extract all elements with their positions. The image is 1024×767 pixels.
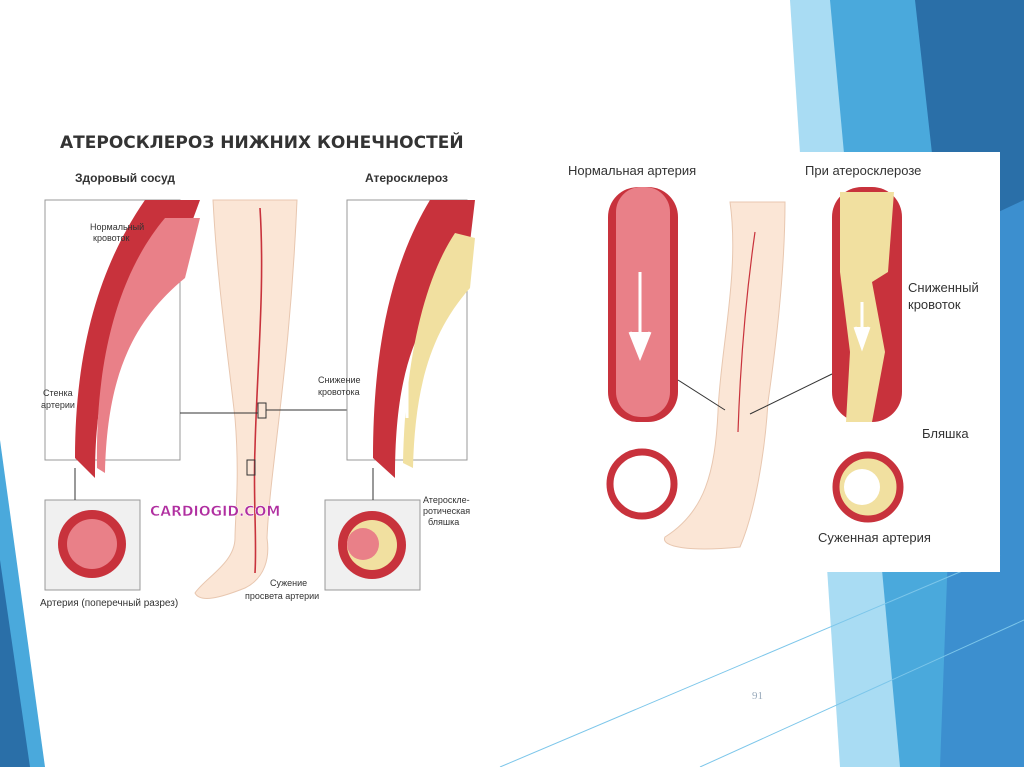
plaque-right-label: Бляшка [922, 426, 969, 441]
reduced-flow-right-1: Сниженный [908, 280, 979, 295]
watermark-text: CARDIOGID.COM [150, 504, 280, 520]
healthy-artery-panel: Нормальный кровоток Стенка артерии [41, 199, 200, 478]
wall-label-1: Стенка [43, 388, 73, 398]
normal-cross-section [606, 448, 678, 520]
atherosclerosis-label: Атеросклероз [365, 171, 448, 185]
athero-artery-tube: Сниженный кровоток Бляшка [832, 187, 979, 441]
narrowing-label-2: просвета артерии [245, 591, 319, 601]
right-leg-illustration [664, 201, 833, 550]
reduced-flow-right-2: кровоток [908, 297, 961, 312]
narrowed-artery-label: Суженная артерия [818, 530, 931, 545]
plaque-label-1: Атероскле- [423, 495, 470, 505]
left-figure-title: АТЕРОСКЛЕРОЗ НИЖНИХ КОНЕЧНОСТЕЙ [60, 131, 464, 153]
diseased-cross-section: Атероскле- ротическая бляшка Сужение про… [245, 468, 470, 601]
healthy-cross-section: Артерия (поперечный разрез) [40, 468, 178, 609]
normal-flow-label-1: Нормальный [90, 222, 144, 232]
normal-artery-label: Нормальная артерия [568, 163, 696, 178]
reduced-flow-label-1: Снижение [318, 375, 361, 385]
athero-artery-label: При атеросклерозе [805, 163, 921, 178]
reduced-flow-label-2: кровотока [318, 387, 360, 397]
plaque-label-2: ротическая [423, 506, 470, 516]
wall-label-2: артерии [41, 400, 75, 410]
normal-artery-tube [608, 187, 678, 422]
right-atherosclerosis-figure: Нормальная артерия При атеросклерозе Сни… [550, 152, 1000, 572]
cross-section-label: Артерия (поперечный разрез) [40, 598, 178, 609]
athero-cross-section [832, 451, 904, 523]
diseased-artery-panel: Снижение кровотока [318, 199, 475, 478]
plaque-label-3: бляшка [428, 517, 459, 527]
left-leg-illustration [180, 199, 347, 599]
slide-number: 91 [752, 690, 763, 702]
healthy-vessel-label: Здоровый сосуд [75, 171, 175, 185]
left-atherosclerosis-figure: АТЕРОСКЛЕРОЗ НИЖНИХ КОНЕЧНОСТЕЙ Здоровый… [40, 131, 475, 609]
normal-flow-label-2: кровоток [93, 233, 129, 243]
narrowing-label-1: Сужение [270, 578, 307, 588]
